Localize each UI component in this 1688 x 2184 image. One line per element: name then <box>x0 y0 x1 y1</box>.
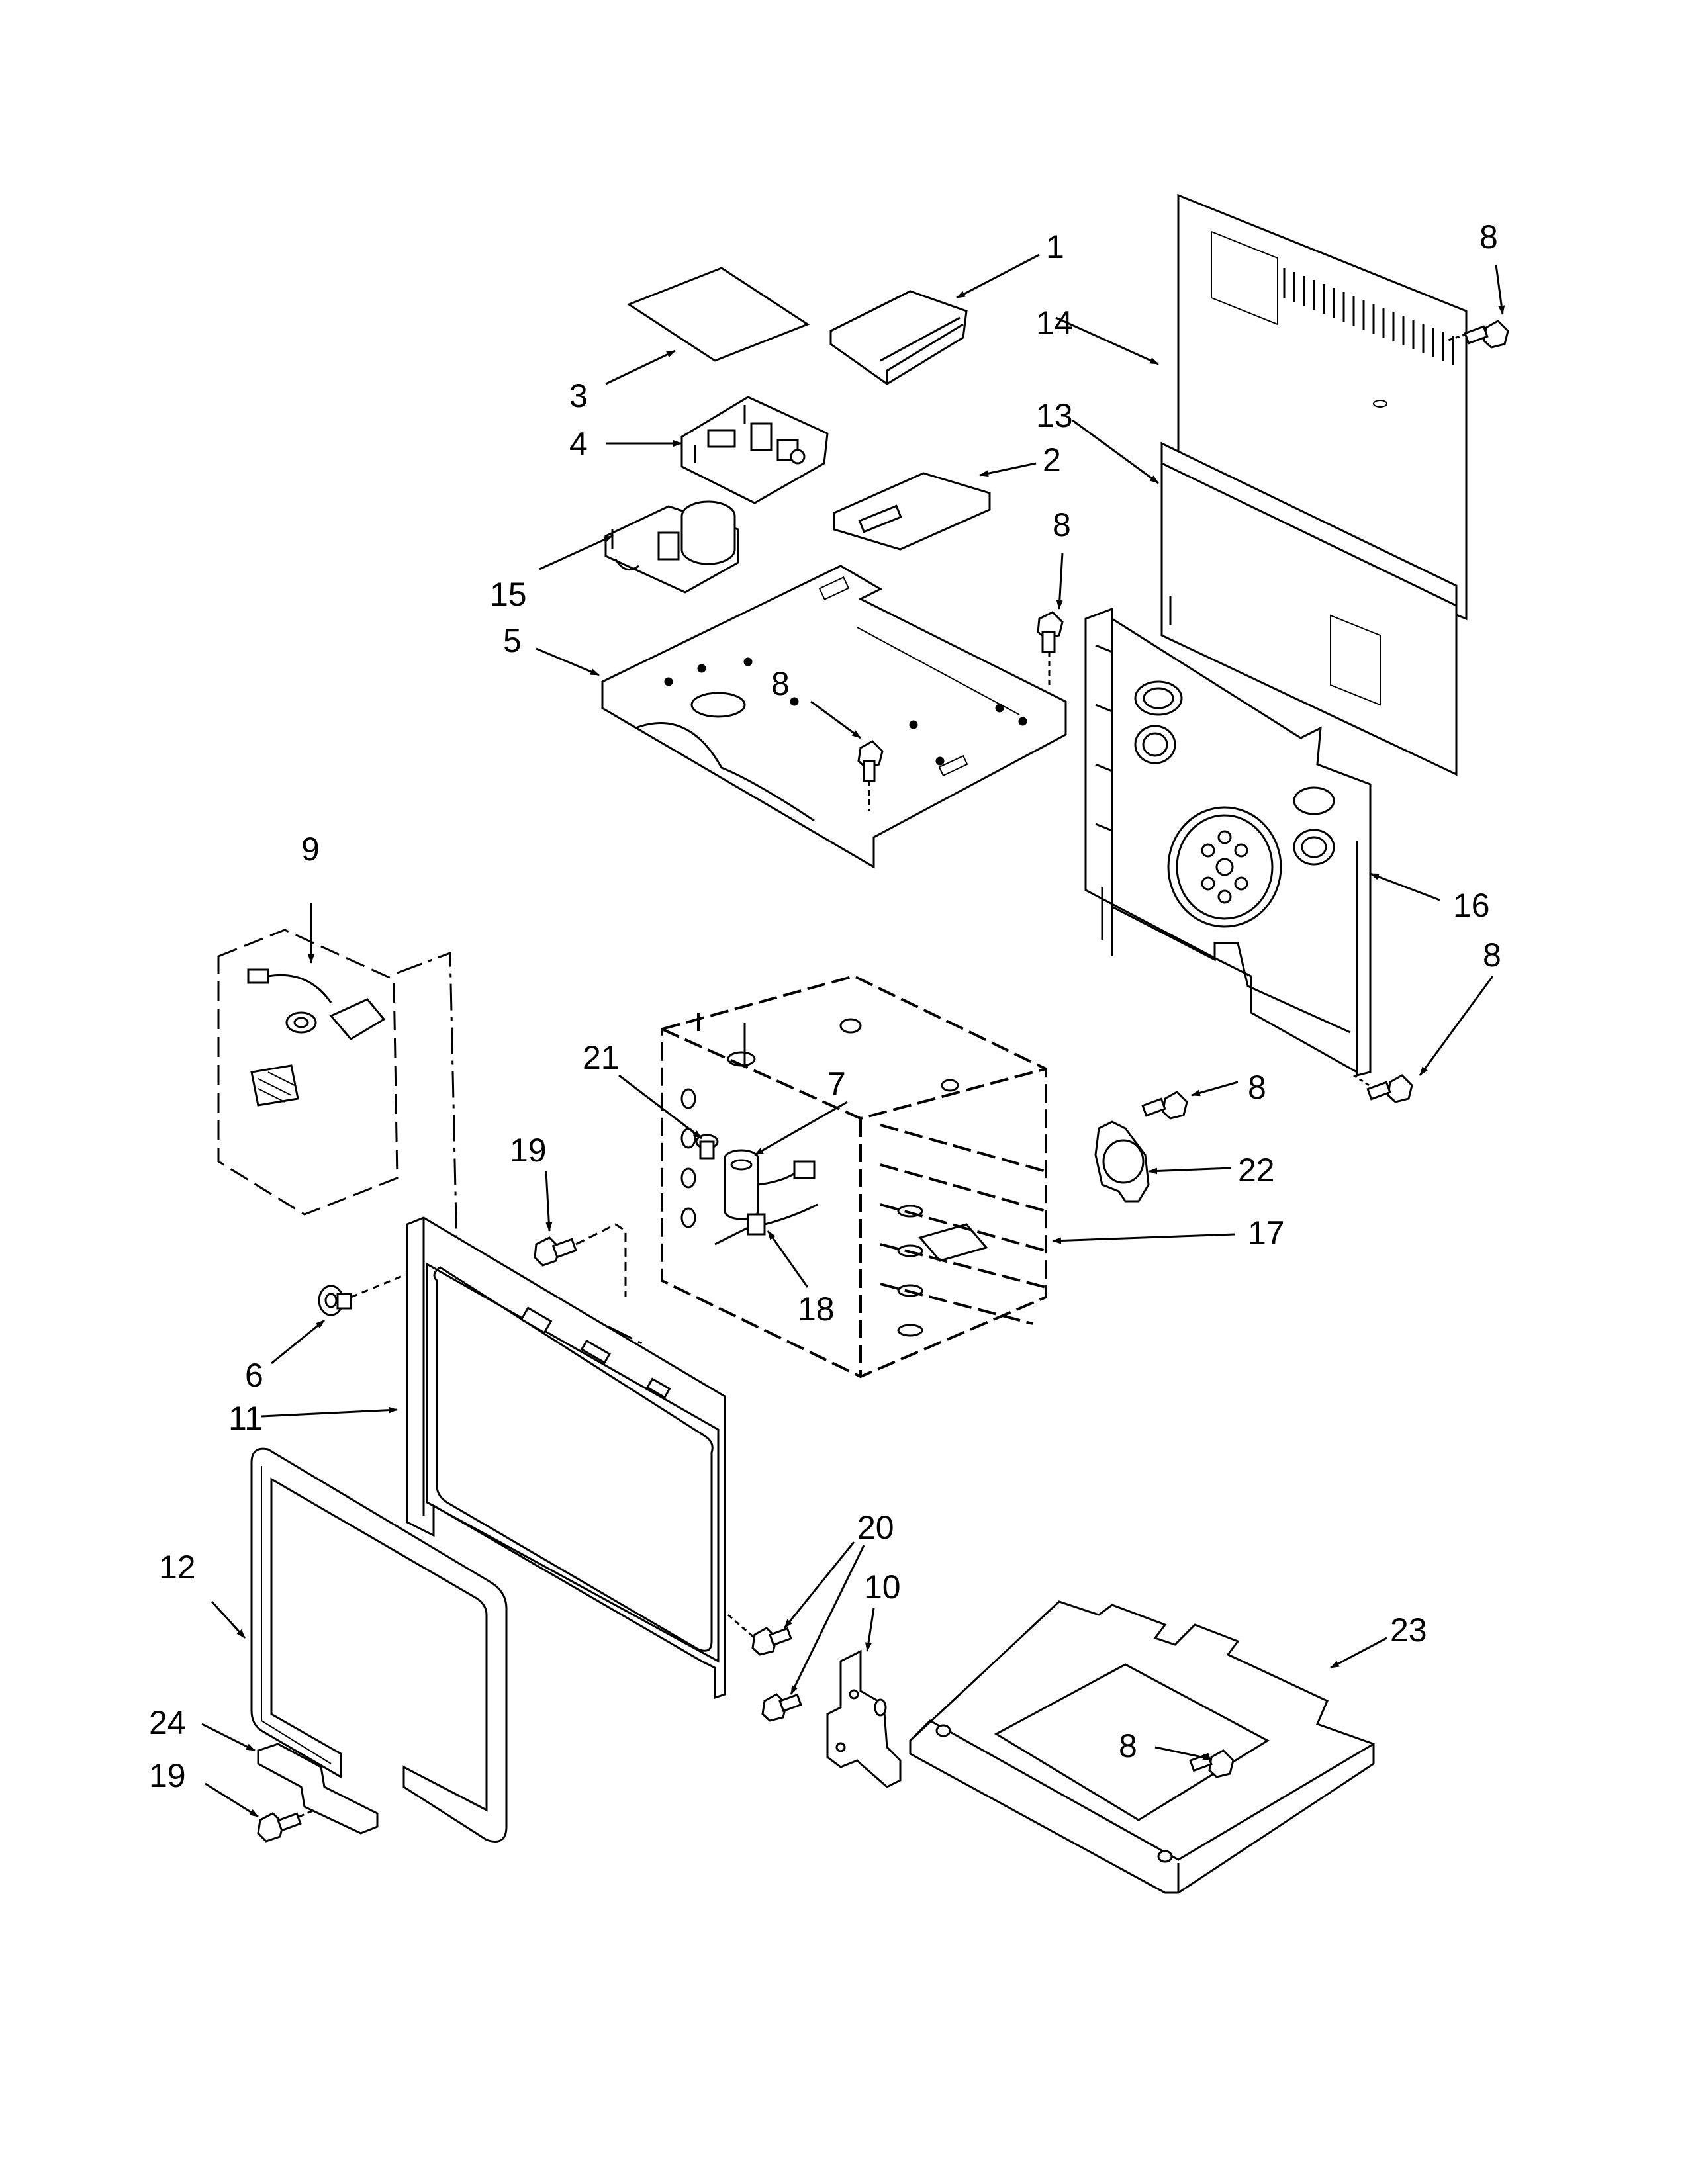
callout-15: 15 <box>490 576 527 613</box>
part-23-bottom-pan <box>910 1602 1374 1893</box>
part-1-cover <box>831 291 966 384</box>
callout-3: 3 <box>569 377 588 414</box>
dashed-line-20 <box>727 1614 755 1639</box>
callout-23: 23 <box>1390 1612 1427 1649</box>
callout-21: 21 <box>583 1039 620 1076</box>
callout-1: 1 <box>1046 228 1064 265</box>
callout-labels: 1 2 3 4 5 6 7 8 8 8 8 8 8 9 10 11 12 13 … <box>149 218 1501 1794</box>
callout-8c: 8 <box>771 665 790 702</box>
part-4-control-board <box>682 397 827 503</box>
part-17-oven-liner <box>662 976 1046 1377</box>
callout-8f: 8 <box>1119 1727 1137 1764</box>
callout-9: 9 <box>301 831 320 868</box>
part-24-bracket <box>258 1744 377 1833</box>
callout-24: 24 <box>149 1704 186 1741</box>
leader-lines <box>201 253 1505 1818</box>
callout-5: 5 <box>503 622 522 659</box>
dashed-line-19 <box>575 1223 627 1297</box>
part-10-bracket <box>827 1651 900 1787</box>
part-15-transformer-assembly <box>606 502 738 592</box>
part-13-rear-panel <box>1162 443 1456 774</box>
part-16-rear-panel <box>1086 609 1370 1075</box>
callout-22: 22 <box>1238 1152 1275 1189</box>
part-22-limit-switch <box>1096 1122 1149 1201</box>
callout-17: 17 <box>1248 1214 1285 1251</box>
callout-4: 4 <box>569 426 588 463</box>
callout-8a: 8 <box>1479 218 1498 255</box>
callout-8d: 8 <box>1483 936 1501 974</box>
part-20-screws <box>753 1628 801 1721</box>
callout-11: 11 <box>228 1400 263 1437</box>
part-7-connector <box>725 1150 814 1219</box>
part-21-plug <box>696 1135 718 1158</box>
dashed-line-19b <box>299 1809 315 1818</box>
callout-10: 10 <box>864 1569 901 1606</box>
callout-7: 7 <box>827 1066 846 1103</box>
part-9-light-assembly <box>218 930 397 1214</box>
part-8-screw-plate-center <box>859 741 882 811</box>
callout-13: 13 <box>1036 397 1073 434</box>
callout-6: 6 <box>245 1357 263 1394</box>
dashed-line-6 <box>350 1273 408 1298</box>
part-11-front-frame <box>407 1218 725 1698</box>
part-6-knob <box>319 1286 351 1315</box>
callout-8e: 8 <box>1248 1069 1266 1106</box>
part-8-screw-limit <box>1143 1092 1187 1118</box>
part-8-screw-pan <box>1190 1751 1233 1777</box>
callout-8b: 8 <box>1053 506 1071 543</box>
callout-20: 20 <box>857 1509 894 1546</box>
part-3-sheet <box>629 268 808 361</box>
callout-16: 16 <box>1453 887 1490 924</box>
callout-19b: 19 <box>149 1757 186 1794</box>
callout-14: 14 <box>1036 304 1073 341</box>
part-2-tray <box>834 473 990 549</box>
callout-12: 12 <box>159 1549 196 1586</box>
part-8-screw-top-right <box>1446 321 1508 347</box>
part-8-screw-plate-right <box>1038 612 1062 688</box>
callout-19a: 19 <box>510 1132 547 1169</box>
part-17-rack-guides <box>682 1019 986 1336</box>
part-5-top-plate <box>602 566 1066 867</box>
part-19-screw-lower <box>258 1813 301 1841</box>
part-18-sensor <box>715 1205 818 1244</box>
part-12-door-gasket <box>252 1449 506 1841</box>
callout-18: 18 <box>798 1291 835 1328</box>
part-8-screw-rear-right <box>1354 1075 1412 1102</box>
callout-2: 2 <box>1043 441 1061 478</box>
part-19-screw-upper <box>535 1238 576 1265</box>
